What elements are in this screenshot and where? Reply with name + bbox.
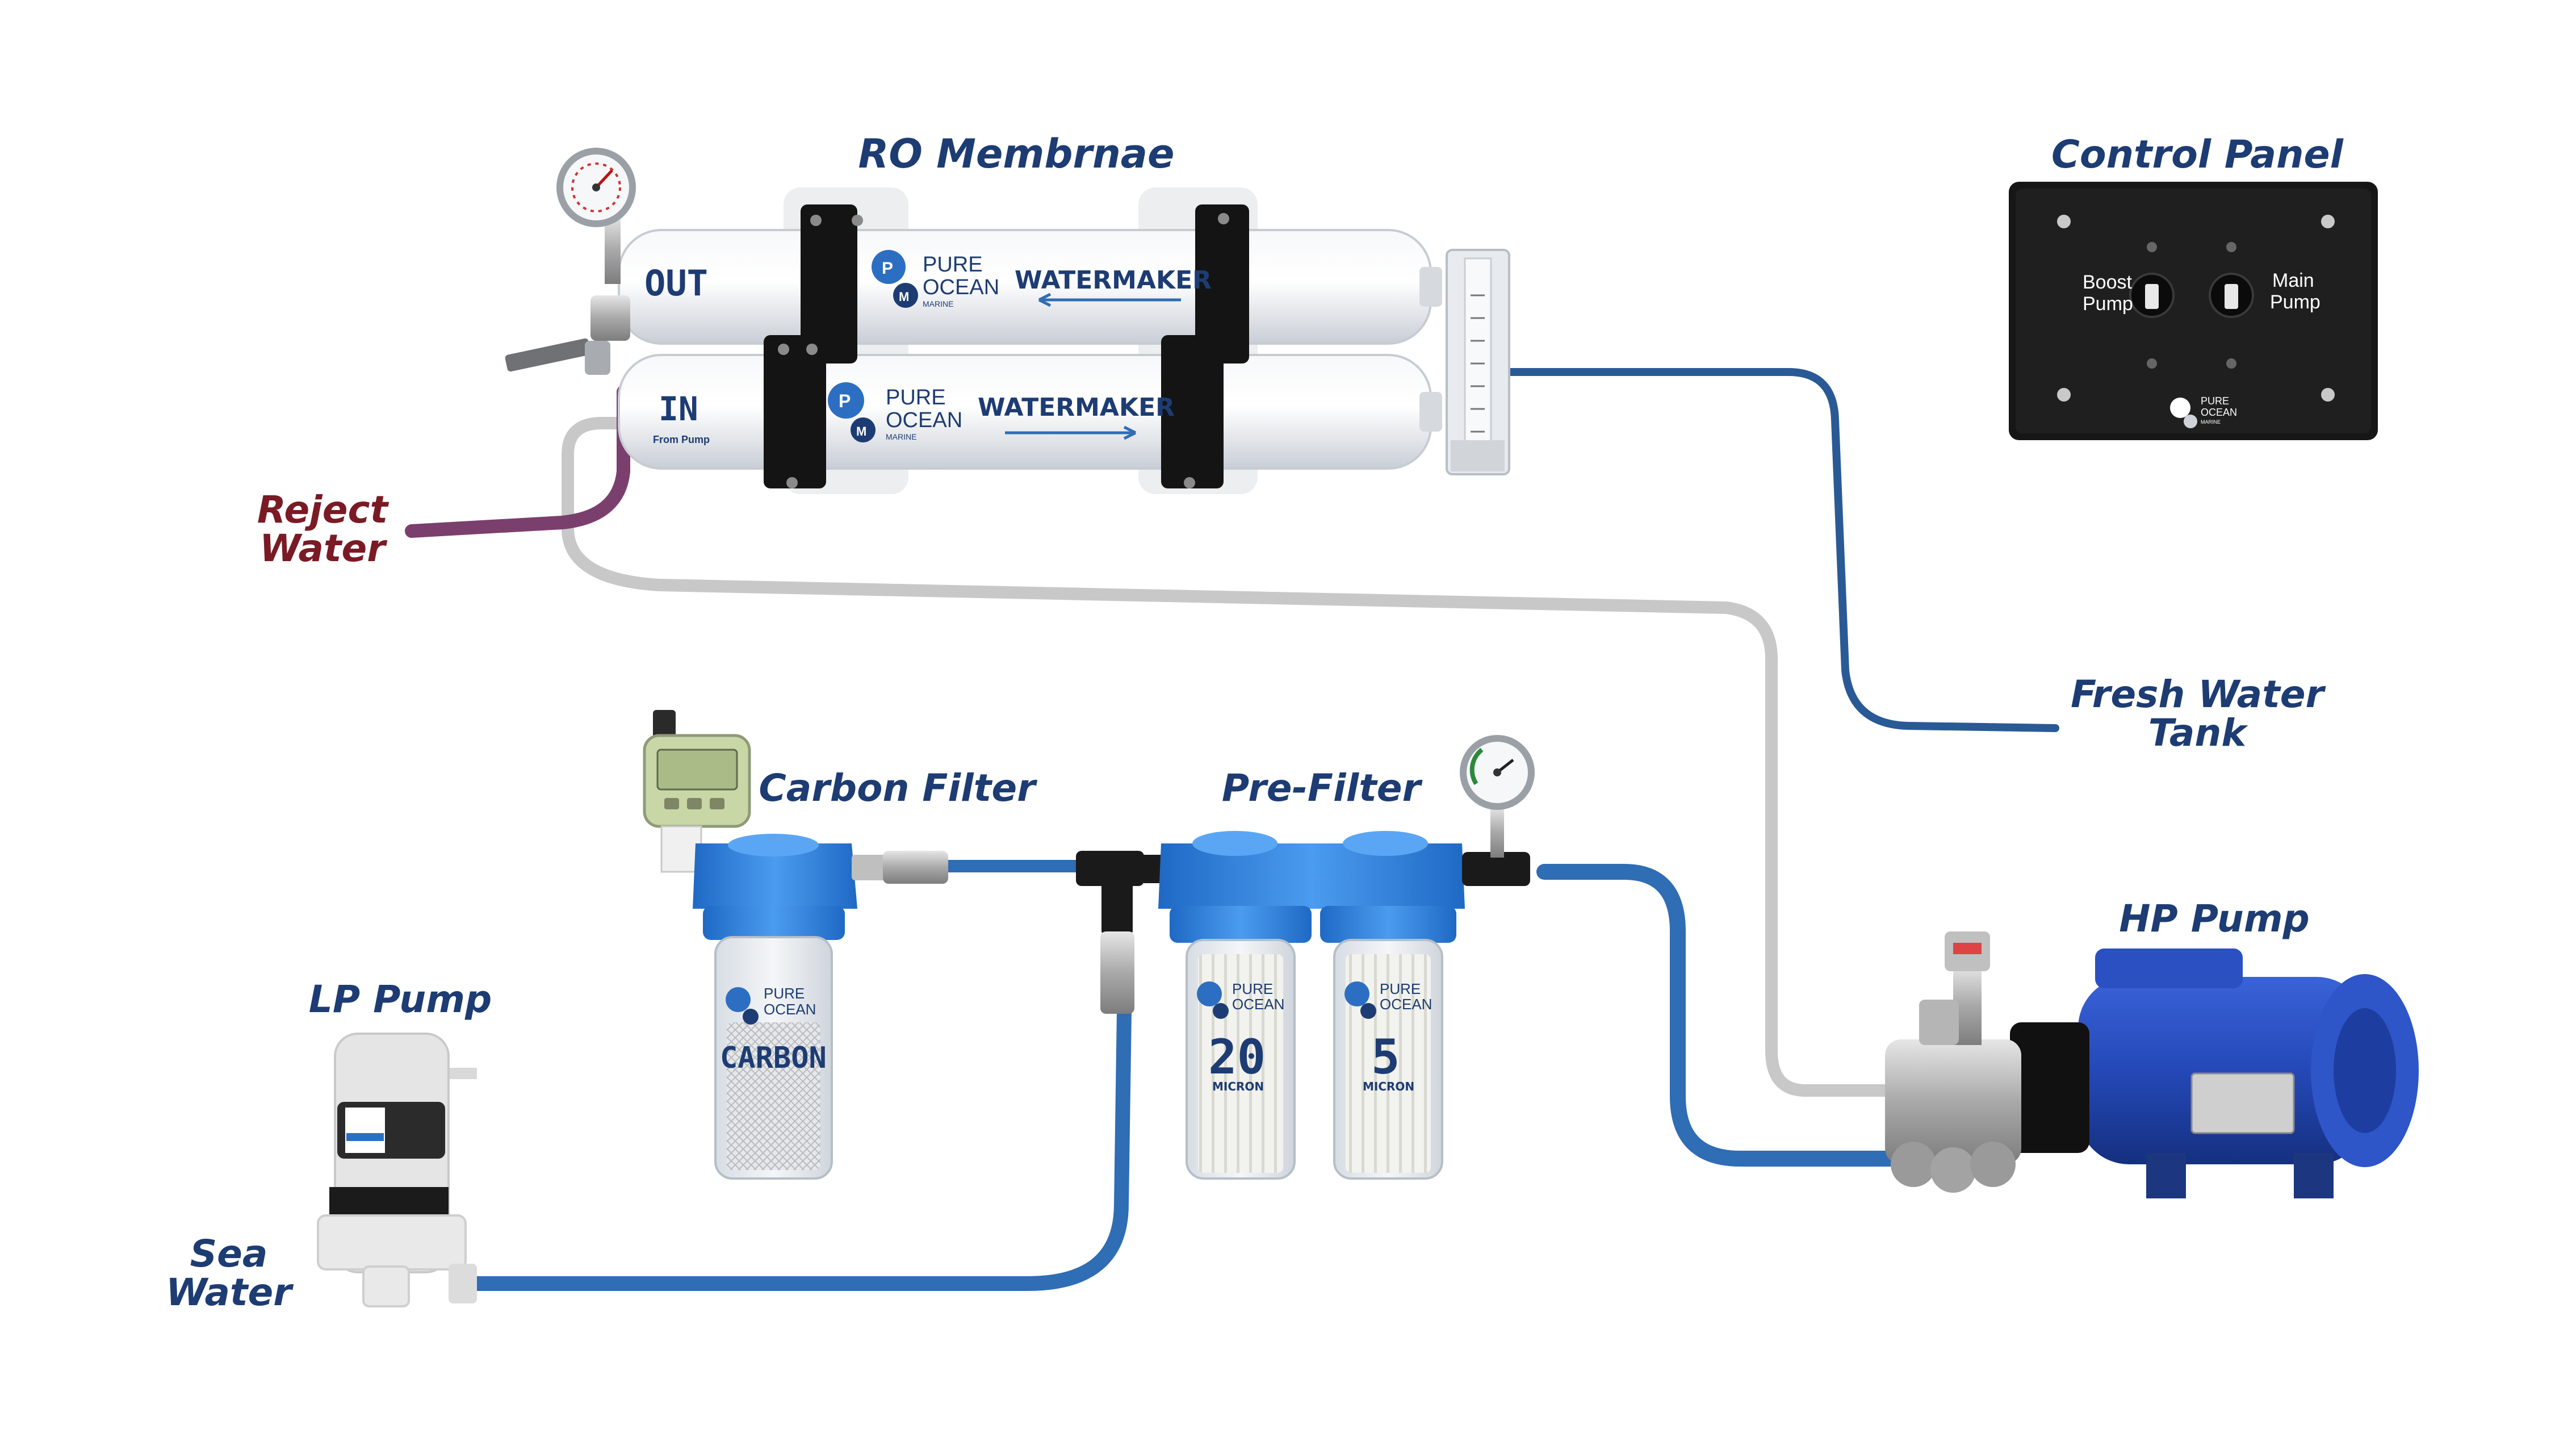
flow-arrow-upper — [1038, 292, 1181, 307]
panel-brand-logo — [2170, 398, 2197, 428]
prefilter-5-brand-1: PURE — [1380, 980, 1421, 997]
prefilter-5-brand-2: OCEAN — [1380, 996, 1432, 1013]
label-pre-filter: Pre-Filter — [1222, 766, 1423, 810]
label-fresh-water-2: Tank — [2148, 711, 2249, 755]
panel-brand-2: OCEAN — [2201, 407, 2237, 418]
pre-filter-housing: PURE OCEAN 20 MICRON PURE OCEAN 5 MICRON — [1158, 735, 1535, 1180]
brand-text-upper-2: OCEAN — [923, 275, 999, 299]
brand-text-lower-3: MARINE — [886, 432, 916, 441]
feed-pipe-lp — [458, 1004, 1132, 1291]
prefilter-pressure-gauge — [1460, 735, 1535, 858]
ro-membrane-assembly: OUT IN From Pump P M PURE OCEAN MARINE W… — [505, 148, 1510, 494]
membrane-end-cap-lower — [1419, 392, 1442, 432]
tee-fitting — [1076, 851, 1167, 1014]
product-name-lower: WATERMAKER — [978, 393, 1175, 422]
brand-text-lower-1: PURE — [886, 386, 946, 409]
lp-pump — [317, 1033, 477, 1307]
carbon-filter: PURE OCEAN CARBON — [643, 710, 948, 1180]
carbon-brand-2: OCEAN — [764, 1001, 816, 1018]
brand-text-upper-1: PURE — [923, 253, 983, 277]
svg-text:P: P — [882, 259, 893, 278]
boost-pump-label-1: Boost — [2083, 271, 2132, 293]
svg-text:M: M — [856, 424, 866, 438]
boost-pump-switch[interactable] — [2129, 273, 2175, 318]
svg-text:M: M — [899, 290, 909, 304]
reject-valve — [505, 295, 630, 375]
pipes — [405, 368, 2059, 1291]
label-reject-water-2: Water — [259, 526, 387, 570]
membrane-end-cap-upper — [1419, 267, 1442, 307]
flow-arrow-lower — [1005, 425, 1137, 440]
label-carbon-filter: Carbon Filter — [759, 766, 1037, 810]
prefilter-20-unit: MICRON — [1212, 1080, 1264, 1093]
panel-brand-1: PURE — [2201, 395, 2229, 407]
flow-timer-device — [643, 710, 751, 873]
brand-logo-upper: P M — [872, 250, 918, 308]
flow-meter — [1446, 249, 1510, 475]
hp-pump — [1885, 931, 2419, 1198]
brand-logo-lower: P M — [828, 382, 876, 442]
feed-pipe-hp — [1536, 864, 1910, 1167]
diagram-labels: RO Membrnae Control Panel Reject Water F… — [166, 131, 2344, 1314]
prefilter-20-brand-1: PURE — [1232, 980, 1273, 997]
boost-pump-label-2: Pump — [2083, 293, 2133, 315]
fresh-water-pipe — [1506, 368, 2059, 732]
label-control-panel: Control Panel — [2051, 132, 2344, 177]
membrane-pressure-gauge — [556, 148, 636, 284]
membrane-out-label: OUT — [644, 262, 708, 304]
label-hp-pump: HP Pump — [2119, 897, 2310, 941]
carbon-type-label: CARBON — [720, 1041, 827, 1075]
label-sea-water-2: Water — [166, 1271, 294, 1314]
control-panel: Boost Pump Main Pump PURE OCEAN MARINE — [2009, 182, 2378, 440]
label-sea-water-1: Sea — [190, 1232, 268, 1276]
clamps — [764, 204, 1249, 488]
prefilter-5-unit: MICRON — [1363, 1080, 1414, 1093]
label-lp-pump: LP Pump — [309, 977, 492, 1021]
hp-motor-body — [2078, 977, 2368, 1164]
label-reject-water-1: Reject — [257, 488, 389, 532]
brand-text-lower-2: OCEAN — [886, 408, 962, 432]
prefilter-20-brand-2: OCEAN — [1232, 996, 1284, 1013]
return-pipe — [562, 417, 1908, 1097]
brand-text-upper-3: MARINE — [923, 299, 953, 308]
main-pump-label-2: Pump — [2270, 291, 2321, 313]
label-ro-membrane: RO Membrnae — [858, 131, 1174, 177]
membrane-in-label: IN — [659, 390, 698, 428]
reject-water-pipe — [405, 385, 630, 538]
membrane-in-sublabel: From Pump — [653, 434, 710, 445]
panel-screws — [2057, 215, 2335, 402]
prefilter-5-rating: 5 — [1371, 1029, 1400, 1085]
main-pump-label-1: Main — [2272, 270, 2314, 291]
hp-pump-head — [1885, 1039, 2021, 1164]
carbon-brand-1: PURE — [764, 985, 805, 1002]
panel-brand-3: MARINE — [2201, 419, 2221, 425]
prefilter-20-rating: 20 — [1208, 1029, 1266, 1085]
label-fresh-water-1: Fresh Water — [2071, 672, 2326, 716]
product-name-upper: WATERMAKER — [1015, 266, 1212, 295]
svg-text:P: P — [839, 391, 851, 411]
main-pump-switch[interactable] — [2209, 273, 2254, 318]
